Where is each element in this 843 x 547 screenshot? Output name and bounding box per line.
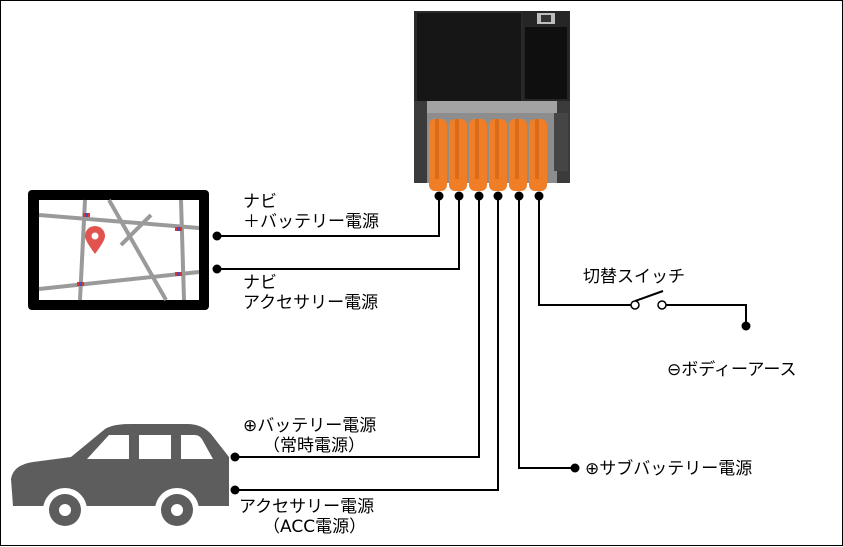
car-battery-label-1: ⊕バッテリー電源 bbox=[243, 416, 377, 436]
navi-acc-label-2: アクセサリー電源 bbox=[243, 293, 379, 313]
navi-acc-label-1: ナビ bbox=[243, 273, 277, 293]
navigation-map-icon bbox=[28, 190, 209, 310]
car-acc-label-2: （ACC電源） bbox=[263, 517, 367, 537]
wire-terminals bbox=[212, 191, 751, 495]
switch-label: 切替スイッチ bbox=[583, 267, 685, 287]
body-earth-label: ⊖ボディーアース bbox=[667, 360, 797, 380]
sub-battery-label: ⊕サブバッテリー電源 bbox=[585, 459, 753, 479]
car-acc-label-1: アクセサリー電源 bbox=[239, 497, 375, 517]
relay-unit-icon bbox=[414, 11, 570, 191]
switch-contacts bbox=[630, 300, 667, 310]
navi-battery-label-2: ＋バッテリー電源 bbox=[243, 212, 379, 232]
navi-battery-label-1: ナビ bbox=[243, 192, 277, 212]
car-icon bbox=[11, 424, 229, 532]
car-battery-label-2: （常時電源） bbox=[263, 436, 365, 456]
wires bbox=[217, 196, 747, 491]
map-markers bbox=[77, 213, 182, 286]
location-pin-icon bbox=[85, 226, 105, 254]
